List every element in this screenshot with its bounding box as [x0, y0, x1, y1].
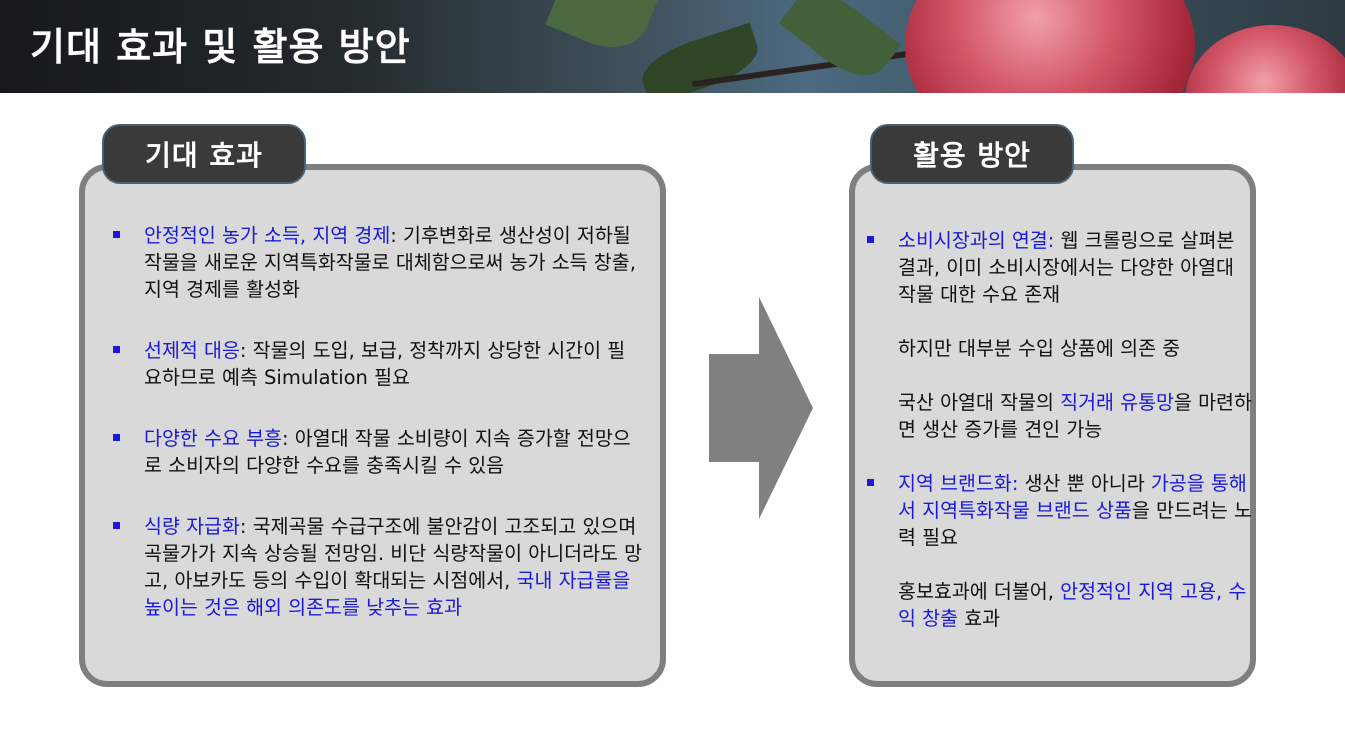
- list-item: 지역 브랜드화: 생산 뿐 아니라 가공을 통해서 지역특화작물 브랜드 상품을…: [867, 470, 1252, 632]
- leaf-decoration: [778, 0, 902, 91]
- apple-image: [905, 0, 1195, 93]
- square-bullet-icon: [113, 346, 120, 353]
- header-banner: [0, 0, 1345, 93]
- expected-effects-tab: 기대 효과: [102, 124, 306, 184]
- utilization-list: 소비시장과의 연결: 웹 크롤링으로 살펴본 결과, 이미 소비시장에서는 다양…: [867, 227, 1252, 659]
- expected-effects-list: 안정적인 농가 소득, 지역 경제: 기후변화로 생산성이 저하될 작물을 새로…: [113, 222, 643, 655]
- utilization-tab: 활용 방안: [870, 124, 1074, 184]
- list-item: 선제적 대응: 작물의 도입, 보급, 정착까지 상당한 시간이 필요하므로 예…: [113, 337, 643, 391]
- square-bullet-icon: [113, 434, 120, 441]
- apple-image: [1185, 25, 1345, 93]
- list-item: 다양한 수요 부흥: 아열대 작물 소비량이 지속 증가할 전망으로 소비자의 …: [113, 425, 643, 479]
- list-item: 안정적인 농가 소득, 지역 경제: 기후변화로 생산성이 저하될 작물을 새로…: [113, 222, 643, 303]
- square-bullet-icon: [867, 479, 874, 486]
- square-bullet-icon: [113, 231, 120, 238]
- square-bullet-icon: [113, 522, 120, 529]
- leaf-decoration: [545, 0, 660, 61]
- page-title: 기대 효과 및 활용 방안: [30, 25, 411, 69]
- square-bullet-icon: [867, 236, 874, 243]
- list-item: 식량 자급화: 국제곡물 수급구조에 불안감이 고조되고 있으며 곡물가가 지속…: [113, 513, 643, 621]
- right-arrow-icon: [709, 297, 813, 519]
- expected-effects-panel: [79, 164, 666, 687]
- list-item: 소비시장과의 연결: 웹 크롤링으로 살펴본 결과, 이미 소비시장에서는 다양…: [867, 227, 1252, 443]
